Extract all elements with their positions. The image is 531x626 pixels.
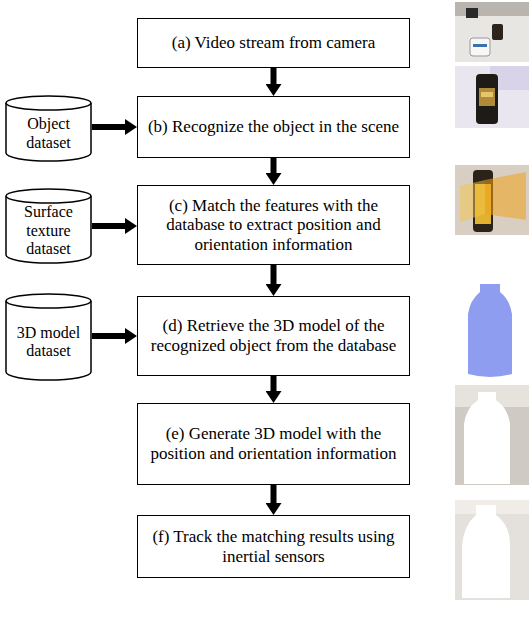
step-label: (c) Match the features with the database… — [146, 196, 401, 255]
step-label: (d) Retrieve the 3D model of the recogni… — [146, 316, 401, 355]
dataset-cylinder: Object dataset — [5, 95, 92, 162]
cylinder-body — [6, 301, 91, 380]
process-box: (e) Generate 3D model with the position … — [137, 403, 410, 485]
flow-arrow — [92, 333, 125, 339]
model-photo — [468, 284, 512, 377]
flow-arrow — [271, 68, 277, 84]
flow-arrow — [271, 158, 277, 173]
cylinder-top — [6, 294, 91, 308]
dataset-label: Object dataset — [7, 115, 90, 152]
dataset-cylinder: 3D model dataset — [5, 293, 92, 381]
process-box: (f) Track the matching results using ine… — [137, 515, 410, 578]
step-label: (b) Recognize the object in the scene — [148, 117, 399, 137]
step-label: (a) Video stream from camera — [172, 33, 376, 53]
dataset-label: Surface texture dataset — [7, 203, 90, 258]
process-box: (c) Match the features with the database… — [137, 185, 410, 265]
cylinder-top — [6, 96, 91, 110]
tracking-photo — [455, 500, 529, 600]
cylinder-body — [6, 103, 91, 161]
cylinder-top — [6, 189, 91, 203]
flow-arrow — [92, 124, 125, 130]
flow-arrow — [271, 376, 277, 391]
process-box: (d) Retrieve the 3D model of the recogni… — [137, 296, 410, 376]
overlay-photo — [455, 385, 529, 485]
process-box: (a) Video stream from camera — [137, 18, 410, 68]
flow-arrow — [271, 485, 277, 503]
scene-photo — [455, 2, 529, 62]
dataset-label: 3D model dataset — [7, 324, 90, 361]
cylinder-body — [6, 196, 91, 263]
dataset-cylinder: Surface texture dataset — [5, 188, 92, 264]
matching-photo — [455, 165, 529, 235]
process-box: (b) Recognize the object in the scene — [137, 96, 410, 158]
step-label: (e) Generate 3D model with the position … — [146, 424, 401, 463]
recognized-photo — [455, 66, 529, 128]
step-label: (f) Track the matching results using ine… — [146, 527, 401, 566]
flow-arrow — [271, 265, 277, 284]
flow-arrow — [92, 223, 125, 229]
